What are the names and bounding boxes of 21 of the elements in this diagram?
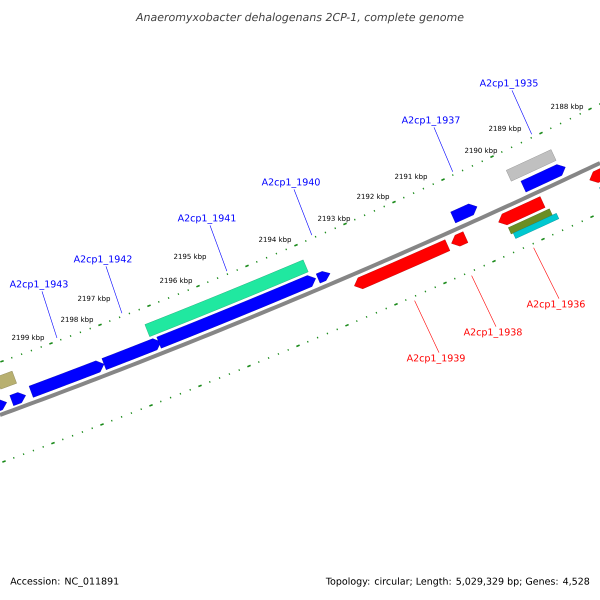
gene-label: A2cp1_1943: [10, 280, 68, 290]
title: Anaeromyxobacter dehalogenans 2CP-1, complete genome: [135, 12, 464, 24]
gene-label: A2cp1_1942: [74, 255, 132, 265]
leader-line: [106, 266, 122, 314]
footer-text: Topology: circular; Length: 5,029,329 bp; Genes: 4,528: [326, 577, 590, 587]
leader-line: [414, 300, 440, 353]
leader-line: [42, 291, 58, 338]
leader-line: [294, 189, 312, 236]
leader-line: [434, 127, 454, 172]
gene-label: A2cp1_1938: [464, 328, 522, 338]
gene-label: A2cp1_1935: [480, 79, 538, 89]
gene-label: A2cp1_1937: [402, 116, 460, 126]
gene-label: A2cp1_1939: [406, 354, 465, 364]
leader-line: [210, 225, 228, 272]
gene-label: A2cp1_1941: [178, 214, 236, 224]
leader-line: [512, 90, 532, 135]
leader-line: [471, 275, 496, 327]
footer-text: Accession: NC_011891: [10, 577, 118, 587]
gene-label: A2cp1_1940: [262, 178, 320, 188]
gene-label: A2cp1_1936: [526, 300, 585, 310]
leader-line: [533, 248, 560, 299]
